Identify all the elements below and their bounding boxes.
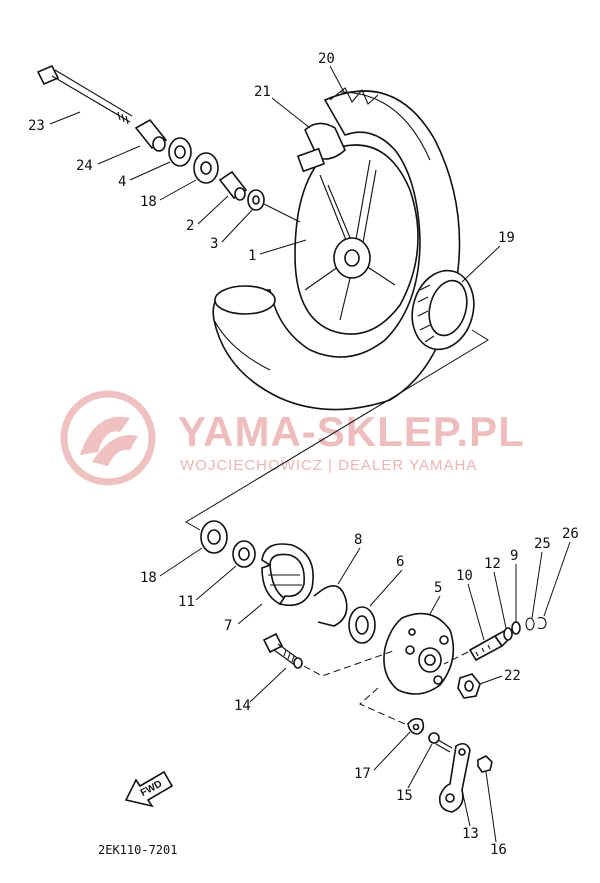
washer-part-9[interactable] — [511, 621, 521, 635]
seal-part-6[interactable] — [348, 606, 376, 644]
fwd-arrow-icon: FWD — [124, 770, 174, 808]
assembly-line-gear — [443, 651, 469, 665]
axle-part-23[interactable] — [36, 64, 133, 125]
watermark-logo-icon — [60, 390, 156, 486]
brake-plate-part-5[interactable] — [383, 612, 455, 695]
watermark-title: YAMA-SKLEP.PL — [178, 408, 525, 455]
callout-11[interactable]: 11 — [178, 594, 195, 610]
callout-10[interactable]: 10 — [456, 568, 473, 584]
callout-5[interactable]: 5 — [434, 580, 442, 596]
assembly-line-upper — [185, 329, 489, 531]
callout-15[interactable]: 15 — [396, 788, 413, 804]
callout-12[interactable]: 12 — [484, 556, 501, 572]
callout-4[interactable]: 4 — [118, 174, 126, 190]
spacer-part-2[interactable] — [218, 170, 248, 201]
cam-lever-part-13[interactable] — [438, 742, 471, 813]
bolt-part-15[interactable] — [428, 732, 453, 753]
callout-22[interactable]: 22 — [504, 668, 521, 684]
callout-6[interactable]: 6 — [396, 554, 404, 570]
watermark: YAMA-SKLEP.PL WOJCIECHOWICZ | DEALER YAM… — [60, 390, 525, 486]
brake-shoes-part-7[interactable] — [261, 543, 314, 607]
collar-part-24[interactable] — [134, 118, 168, 152]
indicator-plate-part-17[interactable] — [407, 717, 425, 735]
watermark-subtitle: WOJCIECHOWICZ | DEALER YAMAHA — [180, 457, 477, 474]
callout-3[interactable]: 3 — [210, 236, 218, 252]
callout-7[interactable]: 7 — [224, 618, 232, 634]
o-ring-part-25[interactable] — [525, 617, 535, 631]
callouts: 20 21 23 24 4 18 2 3 1 19 8 6 5 10 12 9 — [28, 51, 579, 858]
nut-part-16[interactable] — [477, 755, 493, 773]
nut-part-22[interactable] — [457, 673, 481, 699]
callout-25[interactable]: 25 — [534, 536, 551, 552]
speedo-gear-part-10[interactable] — [468, 628, 509, 662]
washer-part-12[interactable] — [503, 627, 513, 641]
seal-part-11[interactable] — [232, 540, 256, 568]
callout-18-upper[interactable]: 18 — [140, 194, 157, 210]
callout-24[interactable]: 24 — [76, 158, 93, 174]
callout-26[interactable]: 26 — [562, 526, 579, 542]
assembly-line-camshaft — [303, 649, 397, 677]
callout-8[interactable]: 8 — [354, 532, 362, 548]
callout-23[interactable]: 23 — [28, 118, 45, 134]
wheel-tire-assembly — [212, 87, 461, 411]
bearing-part-4[interactable] — [168, 137, 192, 167]
callout-13[interactable]: 13 — [462, 826, 479, 842]
callout-17[interactable]: 17 — [354, 766, 371, 782]
rim-band-part-19[interactable] — [404, 264, 483, 357]
callout-18-lower[interactable]: 18 — [140, 570, 157, 586]
callout-20[interactable]: 20 — [318, 51, 335, 67]
callout-1[interactable]: 1 — [248, 248, 256, 264]
callout-19[interactable]: 19 — [498, 230, 515, 246]
callout-14[interactable]: 14 — [234, 698, 251, 714]
callout-21[interactable]: 21 — [254, 84, 271, 100]
camshaft-part-14[interactable] — [262, 632, 303, 669]
assembly-line-lever — [359, 687, 415, 729]
spring-part-8[interactable] — [313, 584, 348, 627]
circlip-part-26[interactable] — [537, 617, 547, 630]
tire-part-20[interactable] — [212, 90, 461, 411]
bearing-part-18-upper[interactable] — [193, 152, 219, 184]
bearing-part-18-lower[interactable] — [200, 520, 228, 554]
diagram-code: 2EK110-7201 — [98, 843, 177, 857]
callout-16[interactable]: 16 — [490, 842, 507, 858]
callout-2[interactable]: 2 — [186, 218, 194, 234]
oil-seal-part-3[interactable] — [247, 189, 265, 211]
callout-9[interactable]: 9 — [510, 548, 518, 564]
